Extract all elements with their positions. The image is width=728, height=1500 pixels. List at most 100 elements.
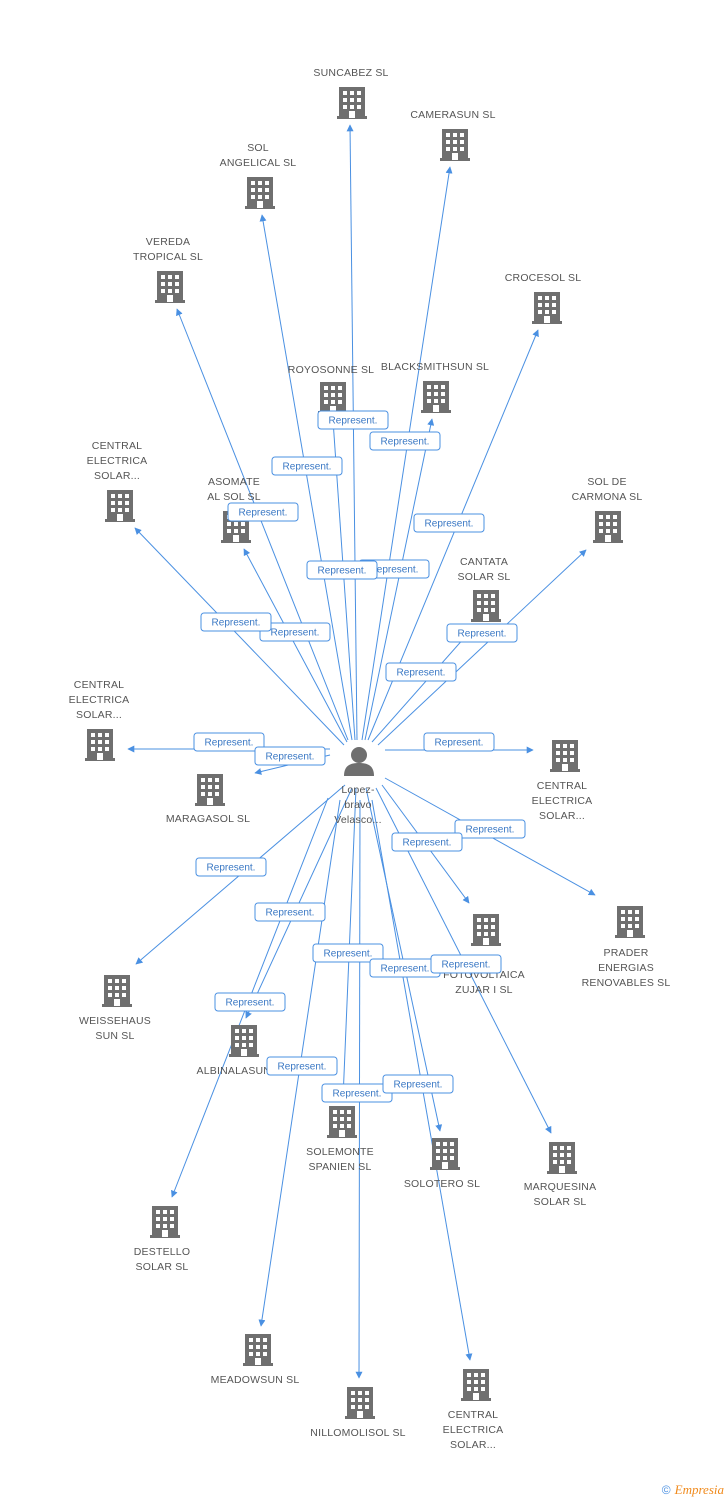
company-label: ELECTRICA	[443, 1424, 504, 1436]
building-icon	[421, 381, 451, 413]
edge-label-sol-angelical[interactable]: Represent.	[271, 456, 343, 476]
edge-label-destello-solar[interactable]: Represent.	[214, 992, 286, 1012]
building-icon	[471, 914, 501, 946]
company-label: RENOVABLES SL	[582, 977, 671, 989]
edge-label-text: Represent.	[278, 1062, 327, 1073]
edge-label-text: Represent.	[266, 908, 315, 919]
center-label-line-1: Lopez-	[341, 784, 375, 796]
company-label: SOLAR...	[76, 709, 122, 721]
company-label: CARMONA SL	[572, 491, 643, 503]
edge-label-weissehaus-sun[interactable]: Represent.	[195, 857, 267, 877]
company-label: SUNCABEZ SL	[313, 67, 388, 79]
edge-label-text: Represent.	[435, 738, 484, 749]
company-node-camerasun[interactable]: CAMERASUN SL	[410, 109, 495, 161]
edge-label-central-electrica-3[interactable]: Represent.	[423, 732, 495, 752]
company-label: SPANIEN SL	[308, 1161, 371, 1173]
company-node-sol-de-carmona[interactable]: SOL DE CARMONA SL	[572, 476, 643, 543]
company-label: VEREDA	[146, 236, 190, 248]
company-node-nillomolisol[interactable]: NILLOMOLISOL SL	[310, 1387, 406, 1439]
edge-label-central-electrica-1[interactable]: Represent.	[200, 612, 272, 632]
building-icon	[440, 129, 470, 161]
edge-label-sol-de-carmona[interactable]: Represent.	[446, 623, 518, 643]
company-label: CAMERASUN SL	[410, 109, 495, 121]
company-node-blacksmithsun[interactable]: BLACKSMITHSUN SL	[381, 361, 489, 413]
company-label: CROCESOL SL	[505, 272, 582, 284]
edge-cantata-solar	[371, 627, 474, 743]
company-node-meadowsun[interactable]: MEADOWSUN SL	[211, 1334, 300, 1386]
center-person-node[interactable]: Lopez- bravo Velasco...	[334, 747, 382, 826]
edge-label-central-electrica-4[interactable]: Represent.	[382, 1074, 454, 1094]
company-node-maragasol[interactable]: MARAGASOL SL	[166, 774, 250, 825]
company-label: SOLEMONTE	[306, 1146, 374, 1158]
company-label: ELECTRICA	[532, 795, 593, 807]
company-label: SOL DE	[587, 476, 626, 488]
building-icon	[105, 490, 135, 522]
edge-label-blacksmithsun[interactable]: Represent.	[369, 431, 441, 451]
edge-label-text: Represent.	[324, 949, 373, 960]
edge-label-albinalasun[interactable]: Represent.	[254, 902, 326, 922]
company-label: ZUJAR I SL	[455, 984, 512, 996]
edge-label-meadowsun[interactable]: Represent.	[266, 1056, 338, 1076]
company-node-central-electrica-2[interactable]: CENTRALELECTRICASOLAR...	[69, 679, 130, 761]
company-label: SOLAR...	[94, 470, 140, 482]
building-icon	[471, 590, 501, 622]
company-node-solemonte-spanien[interactable]: SOLEMONTE SPANIEN SL	[306, 1106, 374, 1173]
edge-label-marquesina-solar[interactable]: Represent.	[430, 954, 502, 974]
edge-label-solotero[interactable]: Represent.	[369, 958, 441, 978]
company-label: CENTRAL	[537, 780, 587, 792]
company-label: AL SOL SL	[207, 491, 261, 503]
company-node-central-electrica-1[interactable]: CENTRALELECTRICASOLAR...	[87, 440, 148, 522]
edge-label-maragasol[interactable]: Represent.	[254, 746, 326, 766]
company-label: ROYOSONNE SL	[288, 364, 374, 376]
building-icon	[532, 292, 562, 324]
building-icon	[243, 1334, 273, 1366]
company-label: SOLAR SL	[458, 571, 511, 583]
edge-label-asomate-al-sol[interactable]: Represent.	[227, 502, 299, 522]
building-icon	[345, 1387, 375, 1419]
company-label: WEISSEHAUS	[79, 1015, 151, 1027]
company-label: PRADER	[604, 947, 649, 959]
building-icon	[547, 1142, 577, 1174]
edge-label-royosonne[interactable]: Represent.	[259, 622, 331, 642]
company-node-central-electrica-4[interactable]: CENTRALELECTRICASOLAR...	[443, 1369, 504, 1451]
company-label: SOLAR...	[539, 810, 585, 822]
building-icon	[550, 740, 580, 772]
company-node-albinalasun[interactable]: ALBINALASUN SL	[197, 1025, 288, 1077]
footer-brand: ©Empresia	[662, 1482, 724, 1498]
edge-label-suncabez[interactable]: Represent.	[317, 410, 389, 430]
edge-label-text: Represent.	[394, 1080, 443, 1091]
company-node-royosonne[interactable]: ROYOSONNE SL	[288, 364, 374, 414]
building-icon	[150, 1206, 180, 1238]
brand-logo: Empresia	[674, 1482, 724, 1497]
edge-label-text: Represent.	[271, 628, 320, 639]
company-node-solotero[interactable]: SOLOTERO SL	[404, 1138, 480, 1190]
edge-label-central-electrica-2[interactable]: Represent.	[193, 732, 265, 752]
company-label: CENTRAL	[74, 679, 124, 691]
edge-label-vereda-tropical[interactable]: Represent.	[306, 560, 378, 580]
company-label: ASOMATE	[208, 476, 260, 488]
edge-label-cantata-solar[interactable]: Represent.	[385, 662, 457, 682]
edge-label-fotovoltaica-zujar[interactable]: Represent.	[391, 832, 463, 852]
company-node-suncabez[interactable]: SUNCABEZ SL	[313, 67, 388, 119]
company-node-vereda-tropical[interactable]: VEREDA TROPICAL SL	[133, 236, 203, 303]
company-label: TROPICAL SL	[133, 251, 203, 263]
building-icon	[337, 87, 367, 119]
company-node-asomate-al-sol[interactable]: ASOMATE AL SOL SL	[207, 476, 261, 543]
edge-label-text: Represent.	[442, 960, 491, 971]
edge-label-nillomolisol[interactable]: Represent.	[321, 1083, 393, 1103]
company-node-crocesol[interactable]: CROCESOL SL	[505, 272, 582, 324]
edge-label-text: Represent.	[266, 752, 315, 763]
building-icon	[195, 774, 225, 806]
company-node-central-electrica-3[interactable]: CENTRAL ELECTRICA SOLAR...	[532, 740, 593, 822]
edge-label-text: Represent.	[239, 508, 288, 519]
person-icon	[344, 747, 374, 776]
edge-label-solemonte-spanien[interactable]: Represent.	[312, 943, 384, 963]
edge-label-prader-energias[interactable]: Represent.	[454, 819, 526, 839]
edge-label-crocesol[interactable]: Represent.	[413, 513, 485, 533]
